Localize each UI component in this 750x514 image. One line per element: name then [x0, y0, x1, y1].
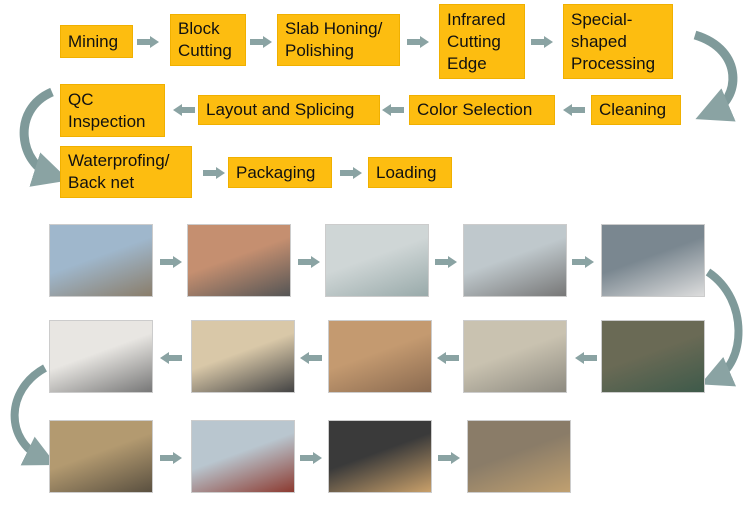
step-infrared-cutting: Infrared Cutting Edge — [439, 4, 525, 79]
photo-block-cutting — [187, 224, 291, 297]
step-slab-honing: Slab Honing/ Polishing — [277, 14, 400, 66]
step-layout-splicing: Layout and Splicing — [198, 95, 380, 125]
arrow-left-icon — [300, 352, 322, 364]
photo-mining — [49, 224, 153, 297]
arrow-left-icon — [563, 104, 585, 116]
arrow-right-icon — [203, 167, 225, 179]
photo-container-loading — [328, 420, 432, 493]
photo-qc-inspection — [191, 320, 295, 393]
photo-color-selection — [463, 320, 567, 393]
photo-layout-splicing — [328, 320, 432, 393]
arrow-left-icon — [575, 352, 597, 364]
arrow-left-icon — [382, 104, 404, 116]
step-mining: Mining — [60, 25, 133, 58]
photo-truck-loading — [191, 420, 295, 493]
arrow-right-icon — [435, 256, 457, 268]
arrow-right-icon — [250, 36, 272, 48]
arrow-right-icon — [300, 452, 322, 464]
arrow-right-icon — [137, 36, 159, 48]
photo-special-shaped — [601, 224, 705, 297]
arrow-right-icon — [438, 452, 460, 464]
arrow-right-icon — [160, 256, 182, 268]
arrow-right-icon — [340, 167, 362, 179]
photo-packaging — [49, 420, 153, 493]
arrow-right-icon — [298, 256, 320, 268]
arrow-right-icon — [160, 452, 182, 464]
step-qc-inspection: QC Inspection — [60, 84, 165, 137]
step-block-cutting: Block Cutting — [170, 14, 246, 66]
curve-arrow-left-photos — [10, 364, 57, 466]
step-special-shaped: Special- shaped Processing — [563, 4, 673, 79]
arrow-right-icon — [407, 36, 429, 48]
step-waterproofing: Waterprofing/ Back net — [60, 146, 192, 198]
step-cleaning: Cleaning — [591, 95, 681, 125]
step-loading: Loading — [368, 157, 452, 188]
curve-arrow-left-top — [19, 87, 70, 187]
photo-slab-polishing — [325, 224, 429, 297]
photo-waterproofing — [49, 320, 153, 393]
arrow-right-icon — [531, 36, 553, 48]
arrow-left-icon — [173, 104, 195, 116]
photo-cleaning — [601, 320, 705, 393]
arrow-left-icon — [437, 352, 459, 364]
step-color-selection: Color Selection — [409, 95, 555, 125]
curve-arrow-right-top — [693, 30, 738, 122]
step-packaging: Packaging — [228, 157, 332, 188]
arrow-right-icon — [572, 256, 594, 268]
curve-arrow-right-photos — [700, 268, 743, 387]
photo-infrared-cutting — [463, 224, 567, 297]
arrow-left-icon — [160, 352, 182, 364]
photo-container-packed — [467, 420, 571, 493]
